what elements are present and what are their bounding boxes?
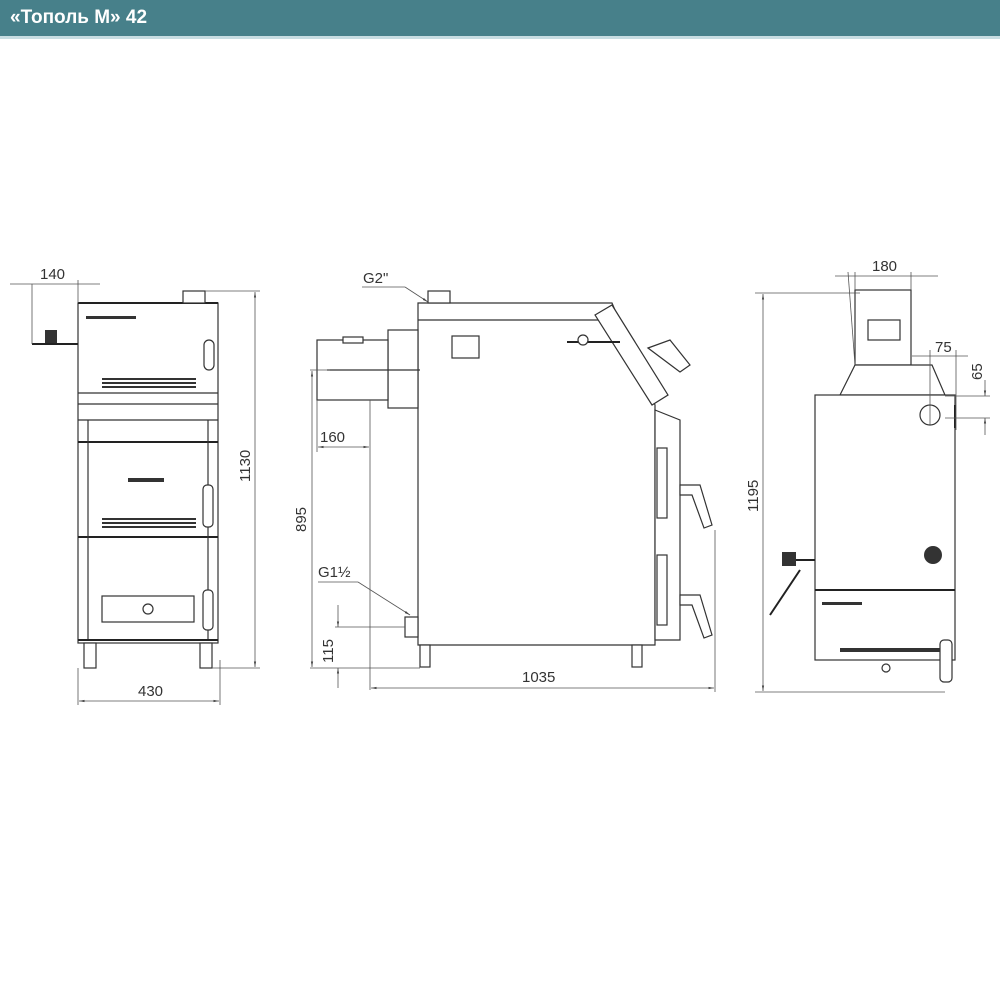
- logo-plate: [86, 316, 136, 319]
- brand-logo: [128, 478, 164, 482]
- dim-1195: 1195: [745, 480, 762, 512]
- top-door-handle: [646, 339, 691, 373]
- dim-895: 895: [293, 507, 310, 532]
- side-view: G2" G1½ 895 160 115 1035: [293, 270, 716, 692]
- title-bar: «Тополь М» 42: [0, 0, 1000, 39]
- thermometer: [939, 639, 953, 683]
- dim-160: 160: [320, 429, 345, 446]
- draft-regulator: [45, 330, 57, 344]
- dim-115: 115: [320, 639, 337, 663]
- thermometer: [203, 339, 215, 371]
- door-handle: [202, 484, 214, 528]
- label-g1-1-2: G1½: [318, 564, 351, 581]
- label-g2: G2": [363, 270, 388, 287]
- rear-view: 180 1195 75 65: [745, 258, 990, 693]
- dim-430: 430: [138, 683, 163, 700]
- dim-75: 75: [935, 339, 952, 356]
- dim-140: 140: [40, 266, 65, 283]
- dim-1130: 1130: [237, 450, 254, 482]
- door-handle: [202, 589, 214, 631]
- logo-plate: [822, 602, 862, 605]
- brand-emblem: [924, 546, 942, 564]
- vent-slots: [840, 648, 940, 652]
- dim-65: 65: [969, 363, 986, 380]
- front-view: 140 1130 430: [10, 266, 260, 705]
- ash-door: [656, 554, 668, 626]
- dim-180: 180: [872, 258, 897, 275]
- dim-1035: 1035: [522, 669, 555, 686]
- vent-slots: [102, 378, 196, 528]
- top-door: [594, 304, 669, 406]
- page-title: «Тополь М» 42: [10, 7, 148, 28]
- draft-regulator: [782, 552, 796, 566]
- loading-door: [656, 447, 668, 519]
